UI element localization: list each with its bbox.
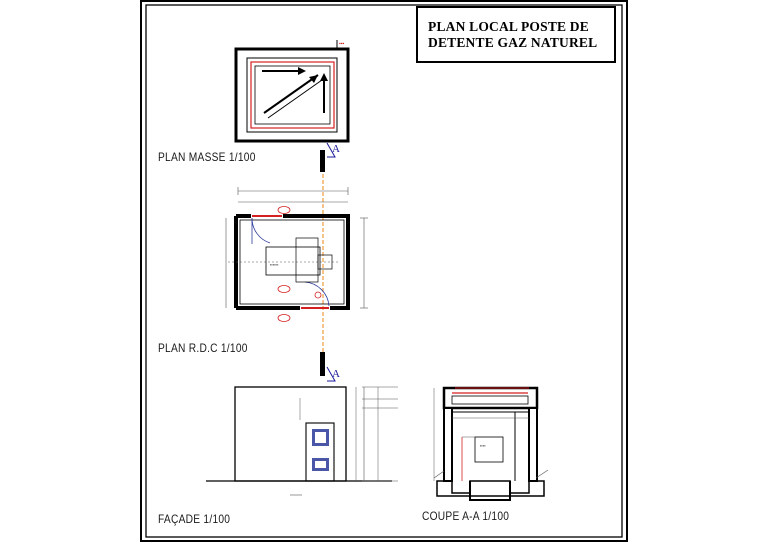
sheet-inner-frame <box>145 4 623 538</box>
title-block: PLAN LOCAL POSTE DE DETENTE GAZ NATUREL <box>416 6 616 63</box>
facade-view <box>206 386 398 496</box>
facade-label: FAÇADE 1/100 <box>158 512 231 526</box>
coupe-view: ▪▪▪▪ <box>433 386 549 501</box>
svg-text:▪▪▪▪: ▪▪▪▪ <box>480 443 486 448</box>
section-mark-top: A <box>332 143 340 155</box>
plan-masse-view: ▪▪▪ <box>234 40 350 143</box>
title-line-2: DETENTE GAZ NATUREL <box>428 34 598 50</box>
sheet-outer-frame <box>140 0 628 542</box>
coupe-label: COUPE A-A 1/100 <box>422 509 510 523</box>
plan-rdc-label: PLAN R.D.C 1/100 <box>158 341 248 355</box>
plan-masse-label: PLAN MASSE 1/100 <box>158 150 256 164</box>
svg-text:▪▪▪▪▪▪: ▪▪▪▪▪▪ <box>270 262 279 267</box>
plan-rdc-view: ▪▪▪▪▪▪ <box>225 187 368 322</box>
svg-text:▪▪▪: ▪▪▪ <box>339 41 345 47</box>
section-line-a-a <box>320 142 336 382</box>
section-mark-bottom: A <box>332 368 340 380</box>
title-line-1: PLAN LOCAL POSTE DE <box>428 18 589 34</box>
